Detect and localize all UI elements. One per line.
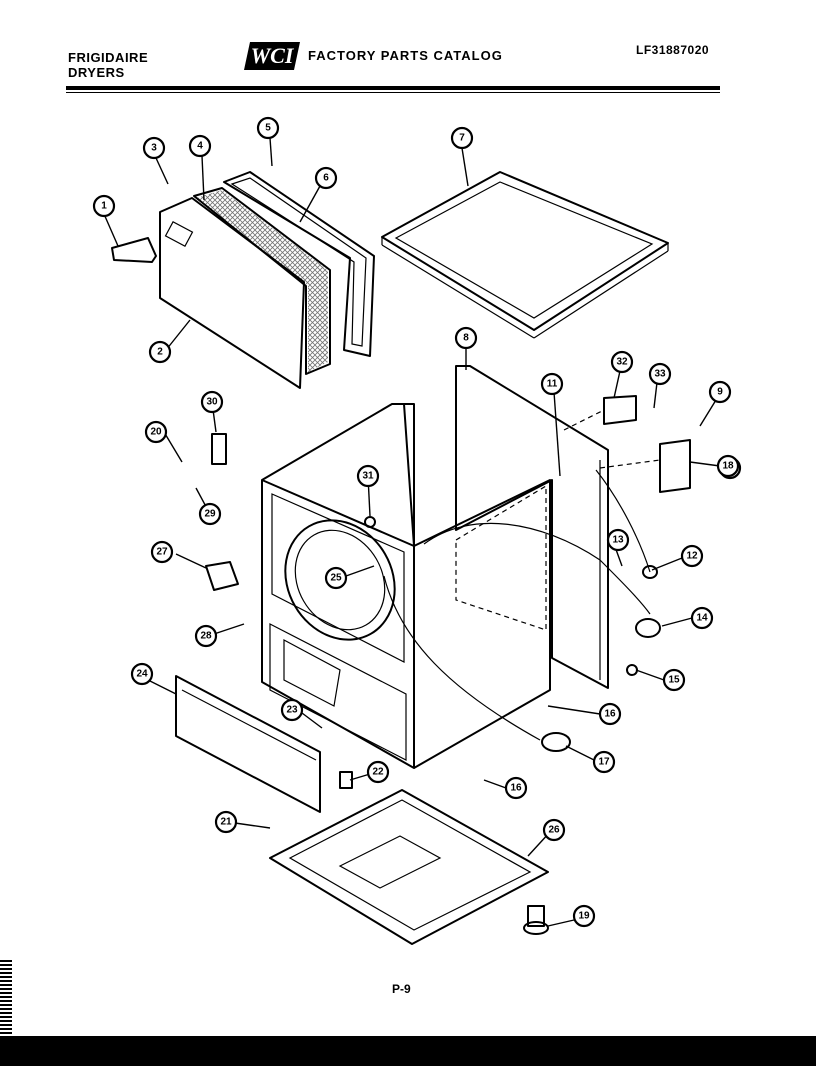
cabinet bbox=[261, 403, 551, 769]
push-button bbox=[205, 561, 239, 591]
model-number: LF31887020 bbox=[636, 43, 710, 57]
callout-21: 21 bbox=[214, 810, 238, 834]
callout-12: 12 bbox=[680, 544, 704, 568]
junction-box bbox=[659, 439, 691, 493]
svg-text:31: 31 bbox=[362, 471, 374, 482]
callout-26: 26 bbox=[542, 818, 566, 842]
callout-25: 25 bbox=[324, 566, 348, 590]
svg-text:24: 24 bbox=[136, 669, 148, 680]
svg-text:22: 22 bbox=[372, 767, 384, 778]
rear-panel bbox=[455, 365, 609, 689]
callout-24: 24 bbox=[130, 662, 154, 686]
svg-text:17: 17 bbox=[598, 757, 610, 768]
svg-text:30: 30 bbox=[206, 397, 218, 408]
door-gasket bbox=[223, 171, 375, 357]
callout-5: 5 bbox=[256, 116, 280, 140]
callout-29: 29 bbox=[198, 502, 222, 526]
callout-9: 9 bbox=[708, 380, 732, 404]
scan-bottom-band bbox=[0, 1036, 816, 1066]
svg-text:3: 3 bbox=[151, 143, 157, 154]
callout-3: 3 bbox=[142, 136, 166, 160]
callout-32: 32 bbox=[610, 350, 634, 374]
hinge bbox=[211, 433, 227, 465]
svg-text:5: 5 bbox=[265, 123, 271, 134]
header-rule bbox=[66, 86, 720, 90]
door-handle bbox=[111, 237, 157, 263]
svg-text:33: 33 bbox=[654, 369, 666, 380]
callout-15: 15 bbox=[662, 668, 686, 692]
top-panel bbox=[381, 171, 669, 339]
svg-text:20: 20 bbox=[150, 427, 162, 438]
svg-text:28: 28 bbox=[200, 631, 212, 642]
svg-text:18: 18 bbox=[722, 461, 734, 472]
svg-text:1: 1 bbox=[101, 201, 107, 212]
product-name: DRYERS bbox=[68, 65, 125, 80]
page-number: P-9 bbox=[392, 982, 411, 996]
callout-19: 19 bbox=[572, 904, 596, 928]
power-cord bbox=[383, 575, 541, 741]
svg-text:WCI: WCI bbox=[251, 43, 295, 68]
wci-logo: WCI bbox=[244, 42, 300, 70]
callout-8: 8 bbox=[454, 326, 478, 350]
svg-text:7: 7 bbox=[459, 133, 465, 144]
wire-harness bbox=[423, 522, 651, 615]
svg-text:13: 13 bbox=[612, 535, 624, 546]
catalog-title: FACTORY PARTS CATALOG bbox=[308, 48, 503, 63]
callout-17: 17 bbox=[592, 750, 616, 774]
base-frame bbox=[269, 789, 549, 945]
callout-31: 31 bbox=[356, 464, 380, 488]
svg-text:16: 16 bbox=[604, 709, 616, 720]
callout-20: 20 bbox=[144, 420, 168, 444]
callout-11: 11 bbox=[540, 372, 564, 396]
svg-text:12: 12 bbox=[686, 551, 698, 562]
callout-4: 4 bbox=[188, 134, 212, 158]
svg-text:8: 8 bbox=[463, 333, 469, 344]
svg-text:4: 4 bbox=[197, 141, 203, 152]
svg-text:14: 14 bbox=[696, 613, 708, 624]
callout-13: 13 bbox=[606, 528, 630, 552]
callout-27: 27 bbox=[150, 540, 174, 564]
callout-14: 14 bbox=[690, 606, 714, 630]
svg-text:6: 6 bbox=[323, 173, 329, 184]
svg-text:27: 27 bbox=[156, 547, 168, 558]
svg-text:9: 9 bbox=[717, 387, 723, 398]
svg-text:19: 19 bbox=[578, 911, 590, 922]
callout-1: 1 bbox=[92, 194, 116, 218]
svg-text:21: 21 bbox=[220, 817, 232, 828]
toe-panel bbox=[175, 675, 321, 813]
header-brand-block: FRIGIDAIRE DRYERS bbox=[68, 50, 148, 80]
svg-text:2: 2 bbox=[157, 347, 163, 358]
callout-33: 33 bbox=[648, 362, 672, 386]
svg-text:15: 15 bbox=[668, 675, 680, 686]
cord-clamp bbox=[541, 732, 571, 752]
callout-22: 22 bbox=[366, 760, 390, 784]
svg-text:29: 29 bbox=[204, 509, 216, 520]
svg-text:32: 32 bbox=[616, 357, 628, 368]
callout-28: 28 bbox=[194, 624, 218, 648]
thermostat bbox=[635, 618, 661, 638]
brand-name: FRIGIDAIRE bbox=[68, 50, 149, 65]
callout-30: 30 bbox=[200, 390, 224, 414]
terminal-block bbox=[603, 395, 637, 425]
leveling-leg bbox=[523, 921, 549, 935]
callout-16: 16 bbox=[598, 702, 622, 726]
door-panel bbox=[159, 197, 305, 389]
callout-16-b: 16 bbox=[504, 776, 528, 800]
svg-text:11: 11 bbox=[547, 379, 558, 390]
svg-text:25: 25 bbox=[330, 573, 342, 584]
header-rule-thin bbox=[66, 92, 720, 93]
callout-23: 23 bbox=[280, 698, 304, 722]
callout-18: 18 bbox=[716, 454, 740, 478]
callout-7: 7 bbox=[450, 126, 474, 150]
fuse bbox=[642, 565, 658, 579]
svg-text:23: 23 bbox=[286, 705, 298, 716]
filter-mesh bbox=[193, 187, 331, 375]
svg-text:26: 26 bbox=[548, 825, 560, 836]
callout-2: 2 bbox=[148, 340, 172, 364]
callout-6: 6 bbox=[314, 166, 338, 190]
scan-edge-artifact bbox=[0, 960, 12, 1036]
svg-text:16: 16 bbox=[510, 783, 522, 794]
